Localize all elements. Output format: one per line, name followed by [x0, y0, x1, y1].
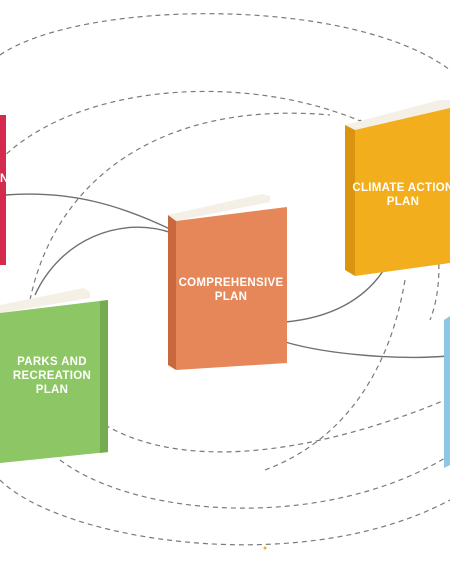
book-spine [168, 215, 176, 370]
book-title-line: N [0, 173, 9, 185]
connector-right [284, 341, 449, 359]
book-pages-top [0, 288, 90, 313]
book-cover [176, 207, 287, 370]
book-title-line-2: PLAN [215, 291, 248, 303]
decorative-dot [263, 546, 267, 550]
book-right-partial [444, 316, 450, 468]
book-left-partial: N [0, 115, 9, 265]
book-comprehensive-plan: COMPREHENSIVE PLAN [168, 194, 287, 370]
book-cover [355, 108, 450, 276]
book-title-line-1: CLIMATE ACTION [352, 182, 450, 194]
book-title-line-2: PLAN [387, 196, 420, 208]
solid-connections [4, 193, 449, 359]
book-cover [0, 300, 108, 463]
book-parks-recreation-plan: PARKS AND RECREATION PLAN [0, 288, 108, 463]
outer-dashed-ellipse-bottom [0, 479, 450, 546]
book-pages-top [345, 100, 450, 130]
dashed-arc-bottom-outer [59, 454, 450, 509]
book-title-line-1: PARKS AND [17, 356, 87, 368]
connector-parks [34, 226, 173, 296]
book-title-line-3: PLAN [36, 384, 69, 396]
connector-left [4, 193, 173, 231]
dashed-arc-lower-right [264, 279, 406, 471]
dashed-connections [0, 13, 450, 546]
book-spine [345, 125, 355, 276]
connector-climate [284, 267, 386, 323]
book-title-line-1: COMPREHENSIVE [179, 277, 284, 289]
book-cover [0, 115, 6, 265]
outer-dashed-ellipse [0, 13, 450, 71]
dashed-arc-left [29, 112, 331, 301]
dashed-arc-bottom [104, 399, 446, 453]
book-cover [444, 316, 450, 468]
dashed-arc-top [0, 90, 381, 161]
book-title-line-2: RECREATION [13, 370, 91, 382]
book-cover-edge [100, 300, 108, 453]
book-pages-top [168, 194, 270, 221]
book-climate-action-plan: CLIMATE ACTION PLAN [345, 100, 450, 276]
